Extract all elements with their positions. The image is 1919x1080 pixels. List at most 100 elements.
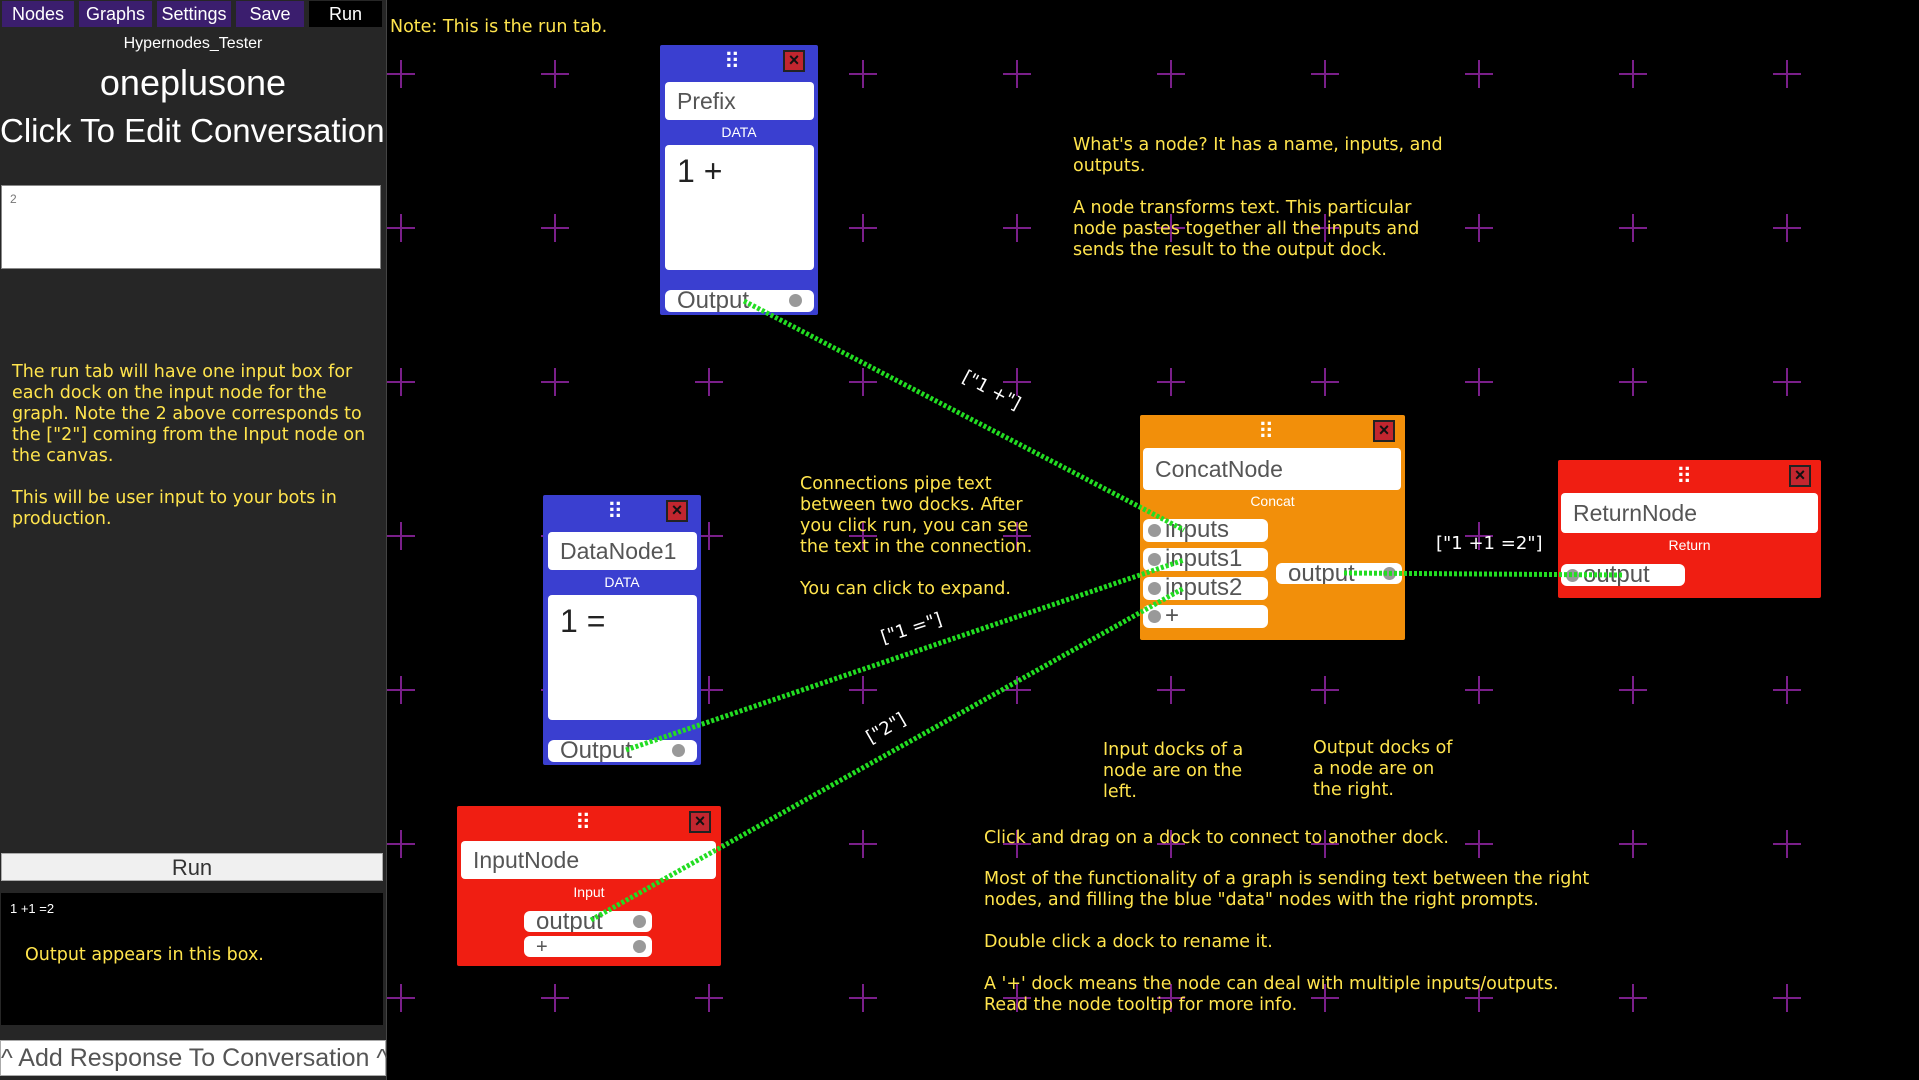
wire-data-concat[interactable] [625,557,1185,753]
dock-connector-icon[interactable] [789,294,802,307]
datanode1-node[interactable]: ⠿ × DataNode1 DATA 1 = Output [543,495,701,765]
close-icon[interactable]: × [666,500,688,522]
node-type-label: DATA [604,574,640,590]
grid-cross [1773,368,1801,396]
tab-run[interactable]: Run [309,1,382,27]
grid-cross [1311,368,1339,396]
grid-cross [387,676,415,704]
output-note: Output appears in this box. [25,945,264,965]
grid-cross [1157,214,1185,242]
drag-handle-icon[interactable]: ⠿ [724,49,740,74]
production-note: This will be user input to your bots in … [12,488,337,529]
wire-label-return[interactable]: ["1 +1 =2"] [1436,533,1543,554]
tab-settings[interactable]: Settings [157,1,231,27]
grid-cross [387,984,415,1012]
grid-cross [1311,676,1339,704]
output-dock[interactable]: output [524,911,652,932]
node-type-label: Return [1668,537,1711,553]
add-input-dock[interactable]: + [1143,605,1268,628]
rename-note: Double click a dock to rename it. [984,932,1273,952]
prefix-node[interactable]: ⠿ × Prefix DATA 1 + Output [660,45,818,315]
dock-label: Output [560,740,633,762]
close-icon[interactable]: × [1373,420,1395,442]
edit-conversation-button[interactable]: Click To Edit Conversation [0,112,385,149]
close-icon[interactable]: × [1789,465,1811,487]
node-name-field[interactable]: ConcatNode [1143,448,1401,490]
grid-cross [1003,522,1031,550]
grid-cross [849,368,877,396]
grid-cross [849,830,877,858]
dock-label: + [536,936,548,957]
node-name-field[interactable]: InputNode [461,841,716,879]
grid-cross [849,214,877,242]
grid-cross [1619,214,1647,242]
output-dock[interactable]: Output [548,740,697,762]
grid-cross [1465,830,1493,858]
grid-cross [1773,214,1801,242]
close-icon[interactable]: × [783,50,805,72]
drag-handle-icon[interactable]: ⠿ [607,499,623,524]
grid-cross [849,984,877,1012]
grid-cross [1773,830,1801,858]
dock-connector-icon[interactable] [1148,610,1161,623]
dock-label: output [1288,563,1355,584]
grid-cross [1619,830,1647,858]
dock-connector-icon[interactable] [672,744,685,757]
dock-connector-icon[interactable] [1148,524,1161,537]
grid-cross [1773,984,1801,1012]
wire-concat-return[interactable] [1343,570,1623,578]
add-response-button[interactable]: ^ Add Response To Conversation ^ [0,1040,388,1076]
run-tab-canvas-note: Note: This is the run tab. [390,17,608,37]
grid-cross [1311,60,1339,88]
dock-label: output [536,911,603,932]
grid-cross [695,984,723,1012]
drag-handle-icon[interactable]: ⠿ [1258,419,1274,444]
dock-label: inputs1 [1165,548,1243,571]
wire-prefix-concat[interactable] [742,298,1186,533]
graph-canvas[interactable]: Note: This is the run tab. What's a node… [387,0,1919,1080]
dock-label: inputs2 [1165,577,1243,600]
close-icon[interactable]: × [689,811,711,833]
output-box: 1 +1 =2 Output appears in this box. [1,893,383,1025]
output-value: 1 +1 =2 [10,901,55,916]
grid-cross [849,522,877,550]
inputnode-node[interactable]: ⠿ × InputNode Input output + [457,806,721,966]
drag-handle-icon[interactable]: ⠿ [1676,464,1692,489]
grid-cross [1003,676,1031,704]
wire-input-concat[interactable] [589,585,1186,923]
output-dock[interactable]: output [1276,563,1402,584]
node-name-field[interactable]: ReturnNode [1561,493,1818,533]
node-type-label: Concat [1250,493,1295,509]
tab-nodes[interactable]: Nodes [2,1,74,27]
plus-dock-note: A '+' dock means the node can deal with … [984,974,1559,1015]
grid-cross [387,830,415,858]
dock-connector-icon[interactable] [1148,553,1161,566]
add-output-dock[interactable]: + [524,936,652,957]
grid-cross [849,60,877,88]
input-dock-inputs[interactable]: inputs [1143,519,1268,542]
grid-cross [1003,214,1031,242]
run-tab-note: The run tab will have one input box for … [12,362,366,466]
run-button[interactable]: Run [1,853,383,881]
node-name-field[interactable]: DataNode1 [548,532,697,570]
run-input-box[interactable]: 2 [1,185,381,269]
dock-label: + [1165,605,1180,628]
drag-handle-icon[interactable]: ⠿ [575,810,591,835]
dock-connector-icon[interactable] [633,940,646,953]
grid-cross [1157,60,1185,88]
drag-note: Click and drag on a dock to connect to a… [984,828,1449,848]
expand-note: You can click to expand. [800,579,1011,599]
tab-save[interactable]: Save [236,1,304,27]
input-dock-inputs1[interactable]: inputs1 [1143,548,1268,571]
input-dock-inputs2[interactable]: inputs2 [1143,577,1268,600]
dock-connector-icon[interactable] [633,915,646,928]
connections-layer [589,298,1623,923]
grid-cross [541,214,569,242]
tab-graphs[interactable]: Graphs [79,1,152,27]
node-name-field[interactable]: Prefix [665,82,814,120]
output-dock[interactable]: Output [665,290,814,312]
dock-connector-icon[interactable] [1148,582,1161,595]
data-text-area[interactable]: 1 + [665,145,814,270]
data-text-area[interactable]: 1 = [548,595,697,720]
grid-cross [1465,522,1493,550]
